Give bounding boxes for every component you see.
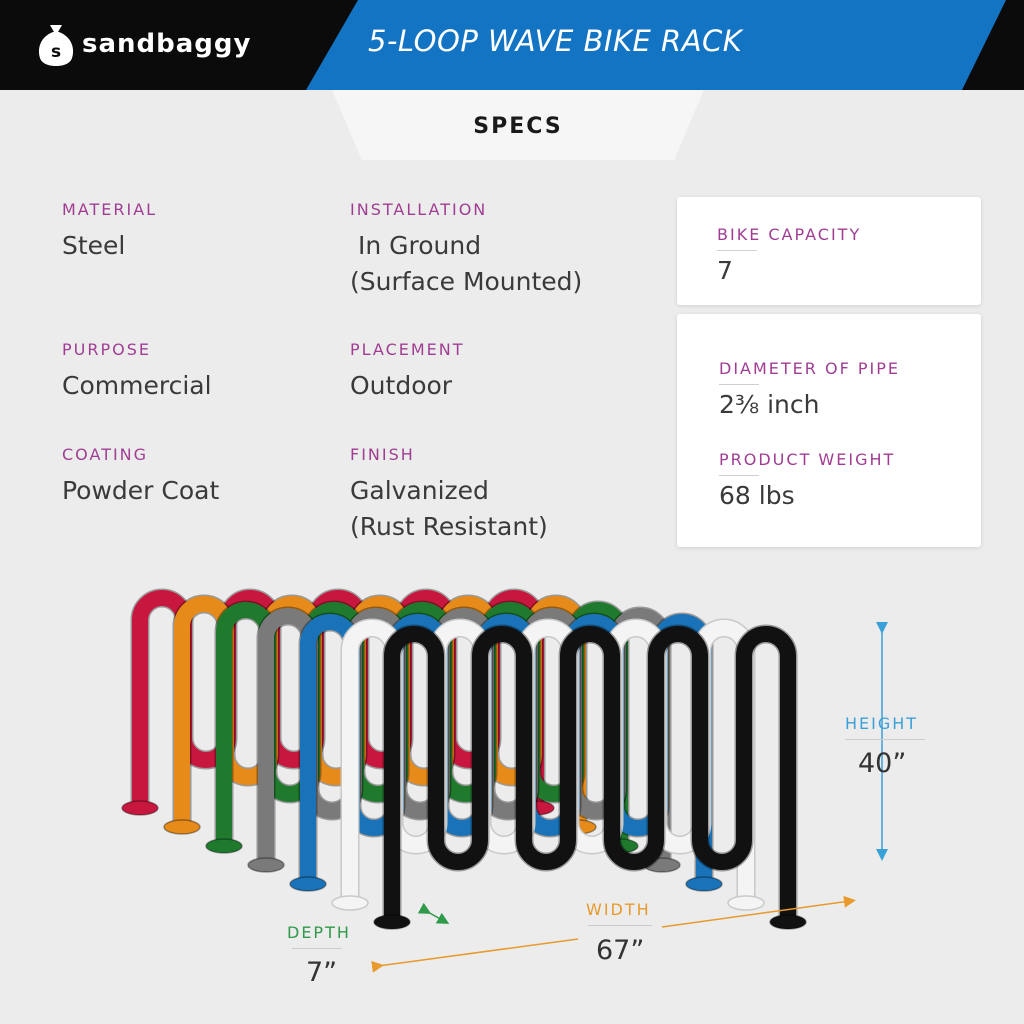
spec-label: PURPOSE [62,340,151,359]
spec-label: BIKE CAPACITY [717,225,862,244]
spec-value: 7 [717,256,733,285]
spec-value: 2⅜ inch [719,390,820,419]
rack-mounting-plate [205,838,243,854]
bike-rack [216,602,628,851]
width-label: WIDTH [586,900,651,919]
spec-label: MATERIAL [62,200,158,219]
spec-value: 68 lbs [719,481,795,510]
spec-installation: INSTALLATION In Ground (Surface Mounted) [350,200,582,300]
measurements-card: DIAMETER OF PIPE 2⅜ inch PRODUCT WEIGHT … [677,314,981,547]
header-title-band [306,0,1006,90]
bike-rack [300,614,712,889]
divider [588,925,652,926]
brand-logo: s sandbaggy [36,20,251,68]
divider [845,739,925,740]
rack-mounting-plate [247,857,285,873]
depth-arrow [417,902,450,924]
spec-placement: PLACEMENT Outdoor [350,340,465,404]
rack-mounting-plate [289,876,327,892]
divider [717,250,757,251]
divider [719,384,759,385]
bike-rack [132,590,544,813]
specs-tab [332,90,704,160]
height-value: 40” [858,748,907,779]
brand-name: sandbaggy [82,29,252,59]
spec-value-secondary: (Surface Mounted) [350,267,583,296]
spec-purpose: PURPOSE Commercial [62,340,212,404]
spec-material: MATERIAL Steel [62,200,157,264]
spec-label: PRODUCT WEIGHT [719,450,896,469]
divider [719,475,759,476]
width-value: 67” [596,935,645,966]
capacity-card: BIKE CAPACITY 7 [677,197,981,305]
spec-label: COATING [62,445,149,464]
bike-rack [174,596,586,832]
svg-text:s: s [51,42,61,62]
spec-value: Steel [62,231,126,260]
rack-mounting-plate [331,895,369,911]
rack-mounting-plate [121,800,159,816]
rack-mounting-plate [769,914,807,930]
spec-coating: COATING Powder Coat [62,445,219,509]
height-label: HEIGHT [845,714,919,733]
rack-mounting-plate [685,876,723,892]
depth-value: 7” [306,957,338,988]
money-bag-icon: s [38,25,74,66]
width-arrow-right [661,895,856,928]
spec-label: DIAMETER OF PIPE [719,359,900,378]
bike-rack [342,620,754,908]
spec-value: Commercial [62,371,212,400]
spec-value: Outdoor [350,371,453,400]
page-title: 5-LOOP WAVE BIKE RACK [368,24,743,58]
depth-label: DEPTH [287,923,351,942]
rack-mounting-plate [163,819,201,835]
rack-mounting-plate [727,895,765,911]
divider [292,948,342,949]
bike-rack-illustration [121,588,888,973]
spec-label: INSTALLATION [350,200,488,219]
spec-value: In Ground [350,231,482,260]
spec-label: PLACEMENT [350,340,465,359]
spec-value: Powder Coat [62,476,220,505]
spec-bike-capacity: BIKE CAPACITY 7 [717,225,861,289]
spec-value-secondary: (Rust Resistant) [350,512,548,541]
rack-mounting-plate [373,914,411,930]
rack-group [121,588,807,930]
bike-rack [258,608,670,870]
spec-pipe-diameter: DIAMETER OF PIPE 2⅜ inch [719,359,900,423]
specs-heading: SPECS [473,114,563,139]
bike-rack [384,626,796,927]
spec-finish: FINISH Galvanized (Rust Resistant) [350,445,548,545]
spec-product-weight: PRODUCT WEIGHT 68 lbs [719,450,895,514]
spec-label: FINISH [350,445,415,464]
spec-value: Galvanized [350,476,489,505]
width-arrow-left [371,938,579,973]
